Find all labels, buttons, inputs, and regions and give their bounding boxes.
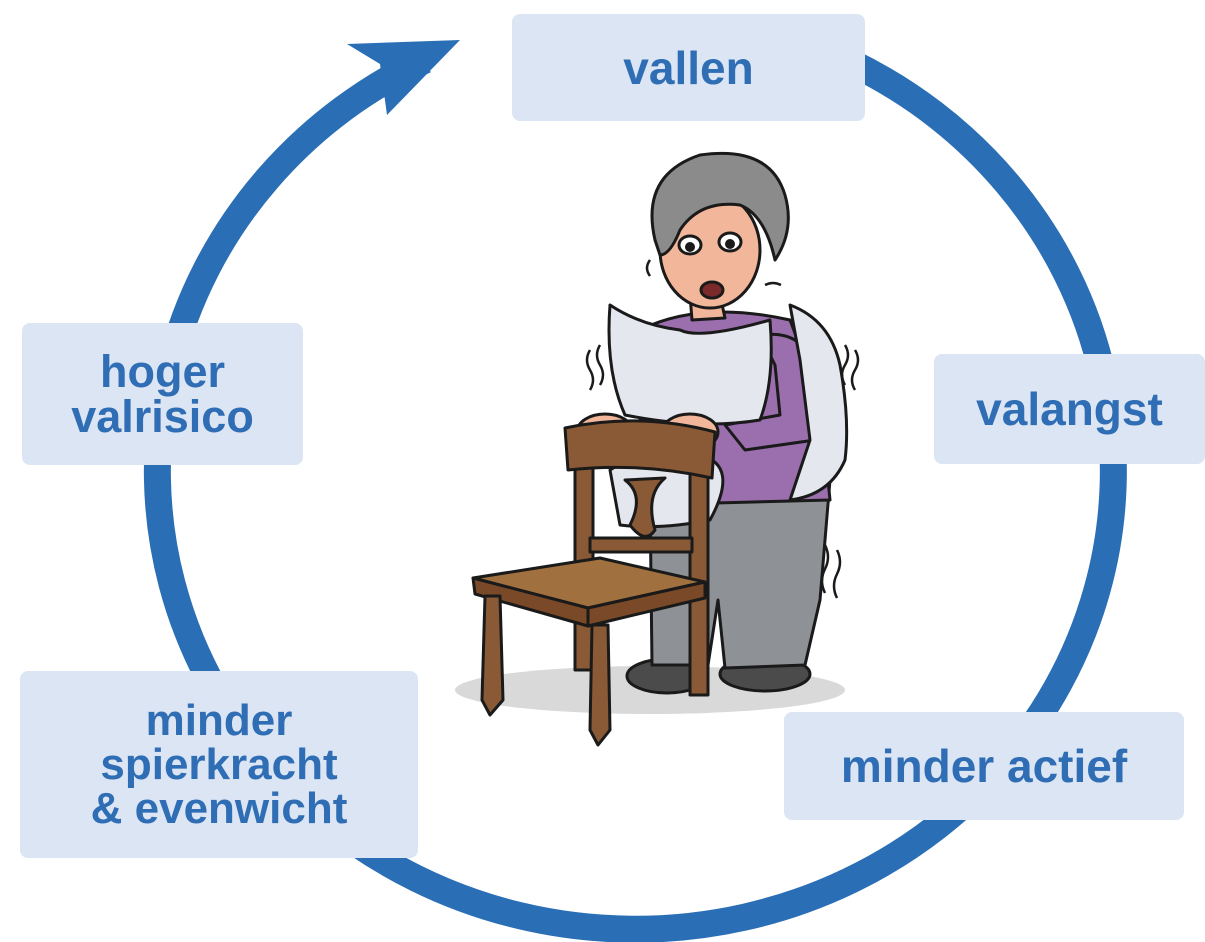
step-valangst: valangst bbox=[934, 354, 1205, 464]
step-minder-spierkracht-label: minder spierkracht & evenwicht bbox=[90, 695, 348, 833]
shake-lines bbox=[585, 259, 860, 599]
step-vallen: vallen bbox=[512, 14, 865, 121]
step-minder-actief: minder actief bbox=[784, 712, 1184, 820]
step-valangst-label: valangst bbox=[976, 383, 1163, 435]
step-hoger-valrisico-label: hoger valrisico bbox=[71, 346, 254, 442]
chair-illustration bbox=[471, 419, 717, 747]
step-hoger-valrisico: hoger valrisico bbox=[22, 323, 303, 465]
step-minder-spierkracht: minder spierkracht & evenwicht bbox=[20, 671, 418, 858]
step-minder-actief-label: minder actief bbox=[840, 740, 1128, 792]
step-vallen-label: vallen bbox=[623, 41, 754, 94]
cycle-arrowhead bbox=[347, 40, 460, 115]
